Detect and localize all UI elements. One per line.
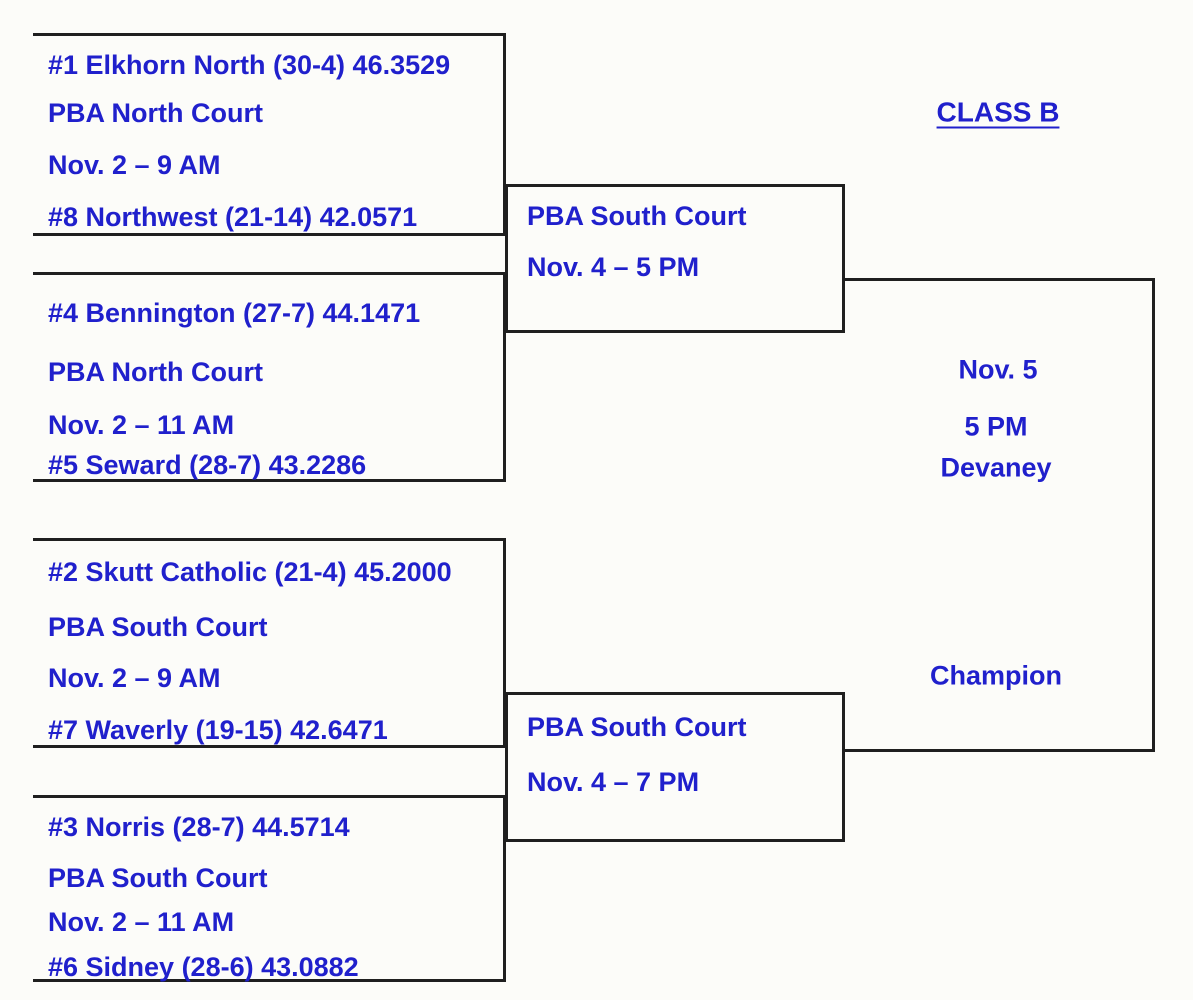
champion-label: Champion [930,660,1062,691]
qf3-time: Nov. 2 – 9 AM [48,663,221,693]
sf1-time: Nov. 4 – 5 PM [527,252,700,282]
qf2-venue: PBA North Court [48,357,263,387]
final-bracket [845,278,1155,752]
qf2-time: Nov. 2 – 11 AM [48,410,235,440]
qf3-top-seed: #2 Skutt Catholic (21-4) 45.2000 [48,557,452,587]
qf3-venue: PBA South Court [48,612,268,642]
quarterfinal-box-3: #2 Skutt Catholic (21-4) 45.2000 PBA Sou… [33,538,506,748]
sf2-time: Nov. 4 – 7 PM [527,767,700,797]
qf3-bottom-seed: #7 Waverly (19-15) 42.6471 [48,715,388,745]
qf4-top-seed: #3 Norris (28-7) 44.5714 [48,812,350,842]
class-label: CLASS B [936,96,1060,128]
quarterfinal-box-4: #3 Norris (28-7) 44.5714 PBA South Court… [33,795,506,982]
sf2-venue: PBA South Court [527,712,747,742]
qf1-venue: PBA North Court [48,98,263,128]
qf4-time: Nov. 2 – 11 AM [48,907,235,937]
qf1-top-seed: #1 Elkhorn North (30-4) 46.3529 [48,50,451,80]
final-venue: Devaney [940,452,1052,483]
final-time: 5 PM [964,411,1028,442]
qf1-time: Nov. 2 – 9 AM [48,150,221,180]
quarterfinal-box-2: #4 Bennington (27-7) 44.1471 PBA North C… [33,272,506,482]
qf1-bottom-seed: #8 Northwest (21-14) 42.0571 [48,202,418,232]
qf4-bottom-seed: #6 Sidney (28-6) 43.0882 [48,952,359,982]
quarterfinal-box-1: #1 Elkhorn North (30-4) 46.3529 PBA Nort… [33,33,506,236]
qf2-bottom-seed: #5 Seward (28-7) 43.2286 [48,450,367,480]
sf1-venue: PBA South Court [527,201,747,231]
semifinal-box-1: PBA South Court Nov. 4 – 5 PM [505,184,845,333]
final-date: Nov. 5 [958,354,1038,385]
qf4-venue: PBA South Court [48,863,268,893]
semifinal-box-2: PBA South Court Nov. 4 – 7 PM [505,692,845,842]
qf2-top-seed: #4 Bennington (27-7) 44.1471 [48,298,421,328]
